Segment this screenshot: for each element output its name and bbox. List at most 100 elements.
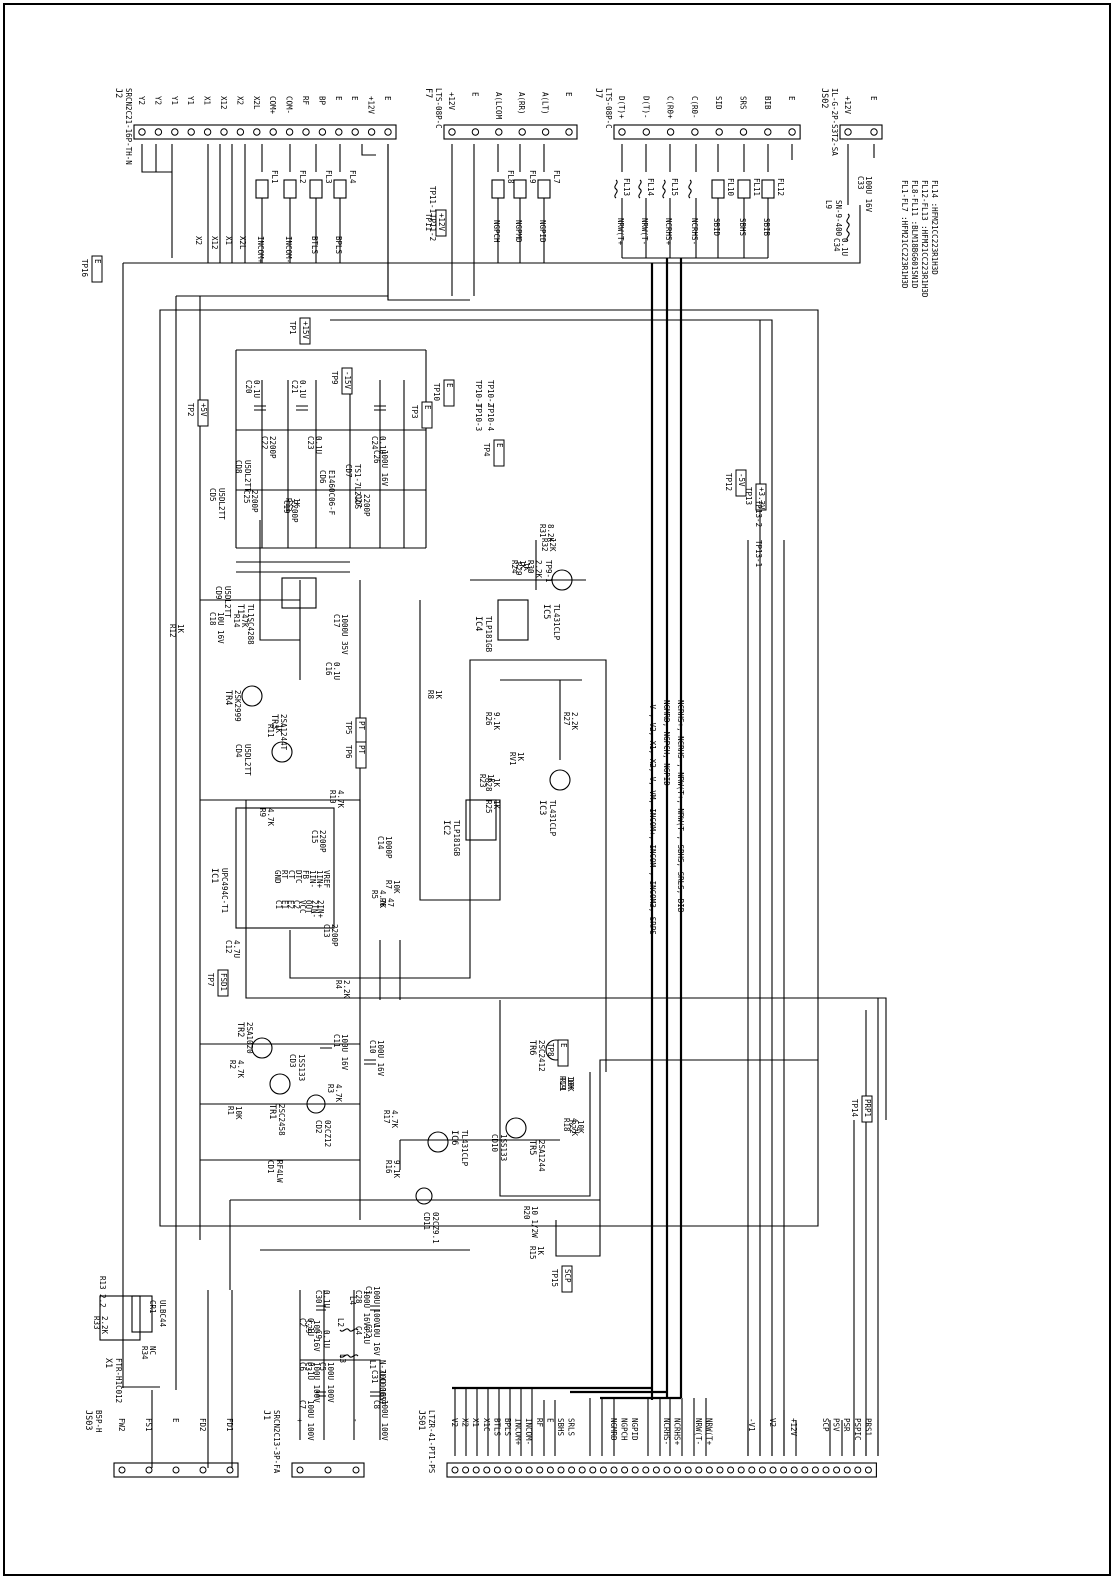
j2-pin xyxy=(220,128,228,136)
test-point-group: TP9-1 xyxy=(544,560,553,583)
signal-label-right: NCRHS+ xyxy=(664,218,673,246)
js01-pin-label: INCOM+ xyxy=(514,1418,523,1446)
resistor-ref: R23 xyxy=(478,774,487,788)
test-point-label: E xyxy=(93,259,102,264)
f7-pin xyxy=(518,128,526,136)
test-point-box xyxy=(341,367,353,395)
js01-pin xyxy=(716,1466,724,1474)
resistor-ref: R30 xyxy=(526,560,535,574)
resistor-ref: R16 xyxy=(384,1160,393,1174)
capacitor-value: 1000P xyxy=(384,836,393,859)
resistor-ref: R1 xyxy=(226,1106,235,1115)
js01-pin xyxy=(504,1466,512,1474)
resistor-ref: R21 xyxy=(558,1078,567,1092)
js01-pin xyxy=(557,1466,565,1474)
j7-pin xyxy=(642,128,650,136)
signal-label-left: X2 xyxy=(194,236,203,245)
capacitor-ref: C18 xyxy=(208,612,217,626)
resistor-ref: R15 xyxy=(528,1246,537,1260)
resistor-value: 4.7K xyxy=(570,1118,579,1137)
j2-pin xyxy=(318,128,327,136)
j7-pin-label: BIB xyxy=(763,96,772,110)
test-point-ref: TP6 xyxy=(344,745,353,759)
resistor-ref: R7 xyxy=(384,880,393,889)
resistor-ref: R26 xyxy=(484,712,493,726)
signal-label-right: SBID xyxy=(712,218,721,237)
js01-pin xyxy=(790,1466,798,1474)
resistor-value: 1K xyxy=(522,562,531,572)
capacitor-value: 100U 16V xyxy=(864,176,873,213)
js01-pin xyxy=(737,1466,745,1474)
signal-label-mid: NGPMD xyxy=(514,220,523,243)
resistor-value: NC xyxy=(148,1346,157,1355)
resistor-value: 9.1K xyxy=(492,712,501,731)
capacitor-value: 2200P xyxy=(362,494,371,517)
js01-pin-label: NRW(T+ xyxy=(704,1418,713,1446)
f7-part: LTS-08P-C xyxy=(434,88,443,129)
ic3-ref: IC3 xyxy=(537,800,547,815)
js03-pin xyxy=(226,1466,234,1474)
j1-pin xyxy=(296,1466,304,1474)
diode-part: 1SS133 xyxy=(499,1134,508,1161)
test-point-ref: TP12 xyxy=(724,473,733,491)
filter-label: FL4 xyxy=(348,170,357,184)
filter-note: FL14 :HFM21CC223R1H3D xyxy=(930,180,939,275)
test-point-ref: TP7 xyxy=(206,973,215,987)
j2-pin xyxy=(187,128,195,136)
resistor-ref: R18 xyxy=(562,1118,571,1132)
j2-pin-label: BP xyxy=(317,96,326,106)
resistor-value: 10K xyxy=(234,1106,243,1120)
j7-pin xyxy=(666,128,675,136)
test-point-group: TP13-1 xyxy=(754,540,763,567)
js01-pin xyxy=(493,1466,501,1474)
transistor-part: 2SA1244 xyxy=(537,1140,546,1172)
js01-pin xyxy=(642,1466,650,1474)
resistor-value: 4.7K xyxy=(336,790,345,809)
transistor-part: 2SC2412 xyxy=(537,1040,546,1072)
resistor-ref: R27 xyxy=(562,712,571,726)
resistor-ref: R29 xyxy=(514,562,523,576)
resistor-ref: R2 xyxy=(228,1060,237,1069)
ic5-symbol xyxy=(551,569,573,591)
test-point-box xyxy=(197,399,209,427)
signal-label-right: NCRHS- xyxy=(690,218,699,245)
transistor-ref: TR5 xyxy=(527,1140,537,1155)
capacitor-value: 100U 16V xyxy=(380,450,389,487)
resistor-value: 1K xyxy=(492,778,501,788)
resistor-ref: R31 xyxy=(538,524,547,538)
capacitor-ref: C20 xyxy=(244,380,253,394)
js01-pin-label: NCRHS+ xyxy=(673,1418,682,1446)
resistor-ref: R20 xyxy=(522,1206,531,1220)
filter-label: FL12 xyxy=(776,178,785,196)
diode-ref: CD11 xyxy=(422,1212,431,1230)
capacitor-value: 2200P xyxy=(250,490,259,513)
capacitor-ref: C31 xyxy=(370,1370,379,1384)
resistor-ref: R19 xyxy=(558,1076,567,1090)
inductor-ref: L4 xyxy=(348,1296,357,1306)
tr2-symbol xyxy=(251,1037,273,1059)
j7-pin xyxy=(715,128,723,136)
capacitor-ref: C26 xyxy=(372,450,381,464)
ic1-pin-name: VREF xyxy=(322,870,331,889)
test-point-box xyxy=(493,439,505,467)
js03-pin-label: FW2 xyxy=(117,1418,126,1432)
ic3-symbol xyxy=(549,769,571,791)
js01-pin xyxy=(705,1466,713,1474)
filter-label: FL15 xyxy=(670,178,679,196)
ic1-pin-name: 2IN- xyxy=(310,900,319,918)
js03-ref: JS03 xyxy=(83,1410,93,1430)
j2-pin-label: E xyxy=(383,96,392,101)
signal-label-left: BPLS xyxy=(334,236,343,255)
j2-pin-label: RF xyxy=(301,96,310,106)
capacitor-value: 2200P xyxy=(290,500,299,523)
f7-pin-label: E xyxy=(470,92,479,97)
ic5-ref: IC5 xyxy=(541,604,551,619)
j2-pin xyxy=(302,128,310,136)
capacitor-ref: C32 xyxy=(364,1324,373,1338)
resistor-value: 47K xyxy=(240,614,249,628)
js01-pin-label: BPLS xyxy=(503,1418,512,1437)
signal-label-mid: NGPID xyxy=(538,220,547,243)
